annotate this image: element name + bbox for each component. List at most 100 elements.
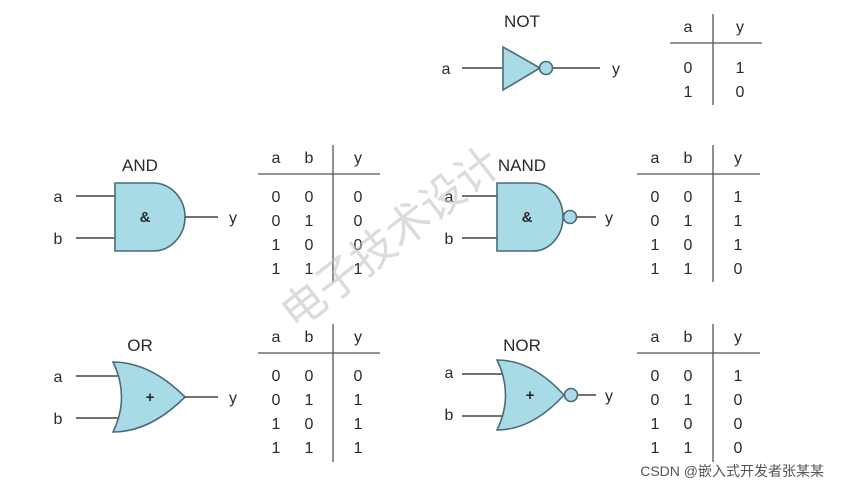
- not-table-header-y: y: [736, 19, 744, 36]
- nand-gate-label: NAND: [498, 156, 546, 175]
- nand-table-cell: 1: [734, 213, 743, 230]
- nor-gate-label: NOR: [503, 336, 541, 355]
- or-gate: OR a b + y: [54, 336, 237, 433]
- and-input-b-label: b: [54, 231, 63, 248]
- not-output-y-label: y: [612, 61, 620, 78]
- nand-table-cell: 0: [734, 261, 743, 278]
- and-gate-body: [114, 182, 186, 252]
- not-table-cell: 0: [736, 84, 745, 101]
- not-gate-body: [502, 45, 542, 92]
- nand-input-a-label: a: [445, 189, 454, 206]
- nand-table-cell: 0: [651, 213, 660, 230]
- not-inversion-bubble: [538, 60, 554, 76]
- nor-table-cell: 0: [734, 440, 743, 457]
- nor-symbol: +: [526, 387, 535, 404]
- and-gate-label: AND: [122, 156, 158, 175]
- nand-table-cell: 0: [651, 189, 660, 206]
- or-gate-body: [111, 361, 187, 433]
- and-table-cell: 1: [305, 261, 314, 278]
- nand-table-header-b: b: [684, 150, 693, 167]
- and-table-cell: 0: [354, 189, 363, 206]
- not-table-header-a: a: [684, 19, 693, 36]
- nand-table-cell: 1: [651, 237, 660, 254]
- nand-table-cell: 1: [684, 261, 693, 278]
- and-table-header-y: y: [354, 150, 362, 167]
- not-input-a-label: a: [442, 61, 451, 78]
- and-table-cell: 1: [272, 261, 281, 278]
- and-table-cell: 0: [272, 213, 281, 230]
- nor-table-cell: 0: [734, 392, 743, 409]
- or-table-cell: 1: [272, 440, 281, 457]
- nor-input-b-label: b: [445, 407, 454, 424]
- and-table-cell: 0: [354, 213, 363, 230]
- nand-table-cell: 1: [734, 189, 743, 206]
- footer-credit: CSDN @嵌入式开发者张某某: [640, 463, 824, 479]
- nor-truth-table: a b y 0 0 1 0 1 0 1 0 0 1 1 0: [637, 324, 760, 462]
- and-input-a-label: a: [54, 189, 63, 206]
- or-table-cell: 0: [354, 368, 363, 385]
- and-table-cell: 0: [354, 237, 363, 254]
- and-table-cell: 1: [354, 261, 363, 278]
- or-symbol: +: [146, 389, 155, 406]
- nand-table-cell: 0: [684, 237, 693, 254]
- or-input-a-label: a: [54, 369, 63, 386]
- not-table-cell: 1: [736, 60, 745, 77]
- nor-inversion-bubble: [563, 387, 579, 403]
- nand-table-header-y: y: [734, 150, 742, 167]
- and-table-cell: 0: [272, 189, 281, 206]
- not-table-cell: 0: [684, 60, 693, 77]
- nor-table-cell: 0: [684, 416, 693, 433]
- nor-table-header-y: y: [734, 329, 742, 346]
- nand-table-cell: 1: [734, 237, 743, 254]
- nor-table-cell: 0: [651, 368, 660, 385]
- nor-table-cell: 1: [734, 368, 743, 385]
- nor-table-header-a: a: [651, 329, 660, 346]
- nand-table-cell: 0: [684, 189, 693, 206]
- nand-truth-table: a b y 0 0 1 0 1 1 1 0 1 1 1 0: [637, 145, 760, 282]
- or-table-cell: 0: [305, 368, 314, 385]
- and-table-cell: 0: [305, 237, 314, 254]
- nor-table-cell: 1: [684, 440, 693, 457]
- not-gate-label: NOT: [504, 12, 540, 31]
- nor-table-cell: 1: [651, 416, 660, 433]
- and-table-header-b: b: [305, 150, 314, 167]
- nor-table-header-b: b: [684, 329, 693, 346]
- or-output-y-label: y: [229, 390, 237, 407]
- or-input-b-label: b: [54, 411, 63, 428]
- nor-gate-body: [495, 359, 566, 431]
- nor-table-cell: 0: [734, 416, 743, 433]
- nor-output-y-label: y: [605, 388, 613, 405]
- or-table-header-b: b: [305, 329, 314, 346]
- nand-table-header-a: a: [651, 150, 660, 167]
- or-table-cell: 1: [354, 392, 363, 409]
- or-table-cell: 0: [272, 392, 281, 409]
- and-gate: AND a b & y: [54, 156, 237, 252]
- nand-input-b-label: b: [445, 231, 454, 248]
- and-symbol: &: [140, 209, 151, 226]
- nand-inversion-bubble: [562, 209, 578, 225]
- and-table-header-a: a: [272, 150, 281, 167]
- nor-table-cell: 0: [684, 368, 693, 385]
- nor-table-cell: 1: [684, 392, 693, 409]
- nand-symbol: &: [522, 209, 533, 226]
- nor-table-cell: 0: [651, 392, 660, 409]
- nor-table-cell: 1: [651, 440, 660, 457]
- or-table-cell: 1: [305, 440, 314, 457]
- or-table-cell: 1: [354, 416, 363, 433]
- or-gate-label: OR: [127, 336, 153, 355]
- or-table-header-a: a: [272, 329, 281, 346]
- or-table-cell: 1: [272, 416, 281, 433]
- not-gate: NOT a y: [442, 12, 620, 92]
- nand-table-cell: 1: [684, 213, 693, 230]
- nand-table-cell: 1: [651, 261, 660, 278]
- nand-gate: NAND a b & y: [445, 156, 613, 252]
- nand-output-y-label: y: [605, 210, 613, 227]
- nor-input-a-label: a: [445, 365, 454, 382]
- or-table-cell: 1: [305, 392, 314, 409]
- nand-gate-body: [496, 182, 564, 252]
- and-output-y-label: y: [229, 210, 237, 227]
